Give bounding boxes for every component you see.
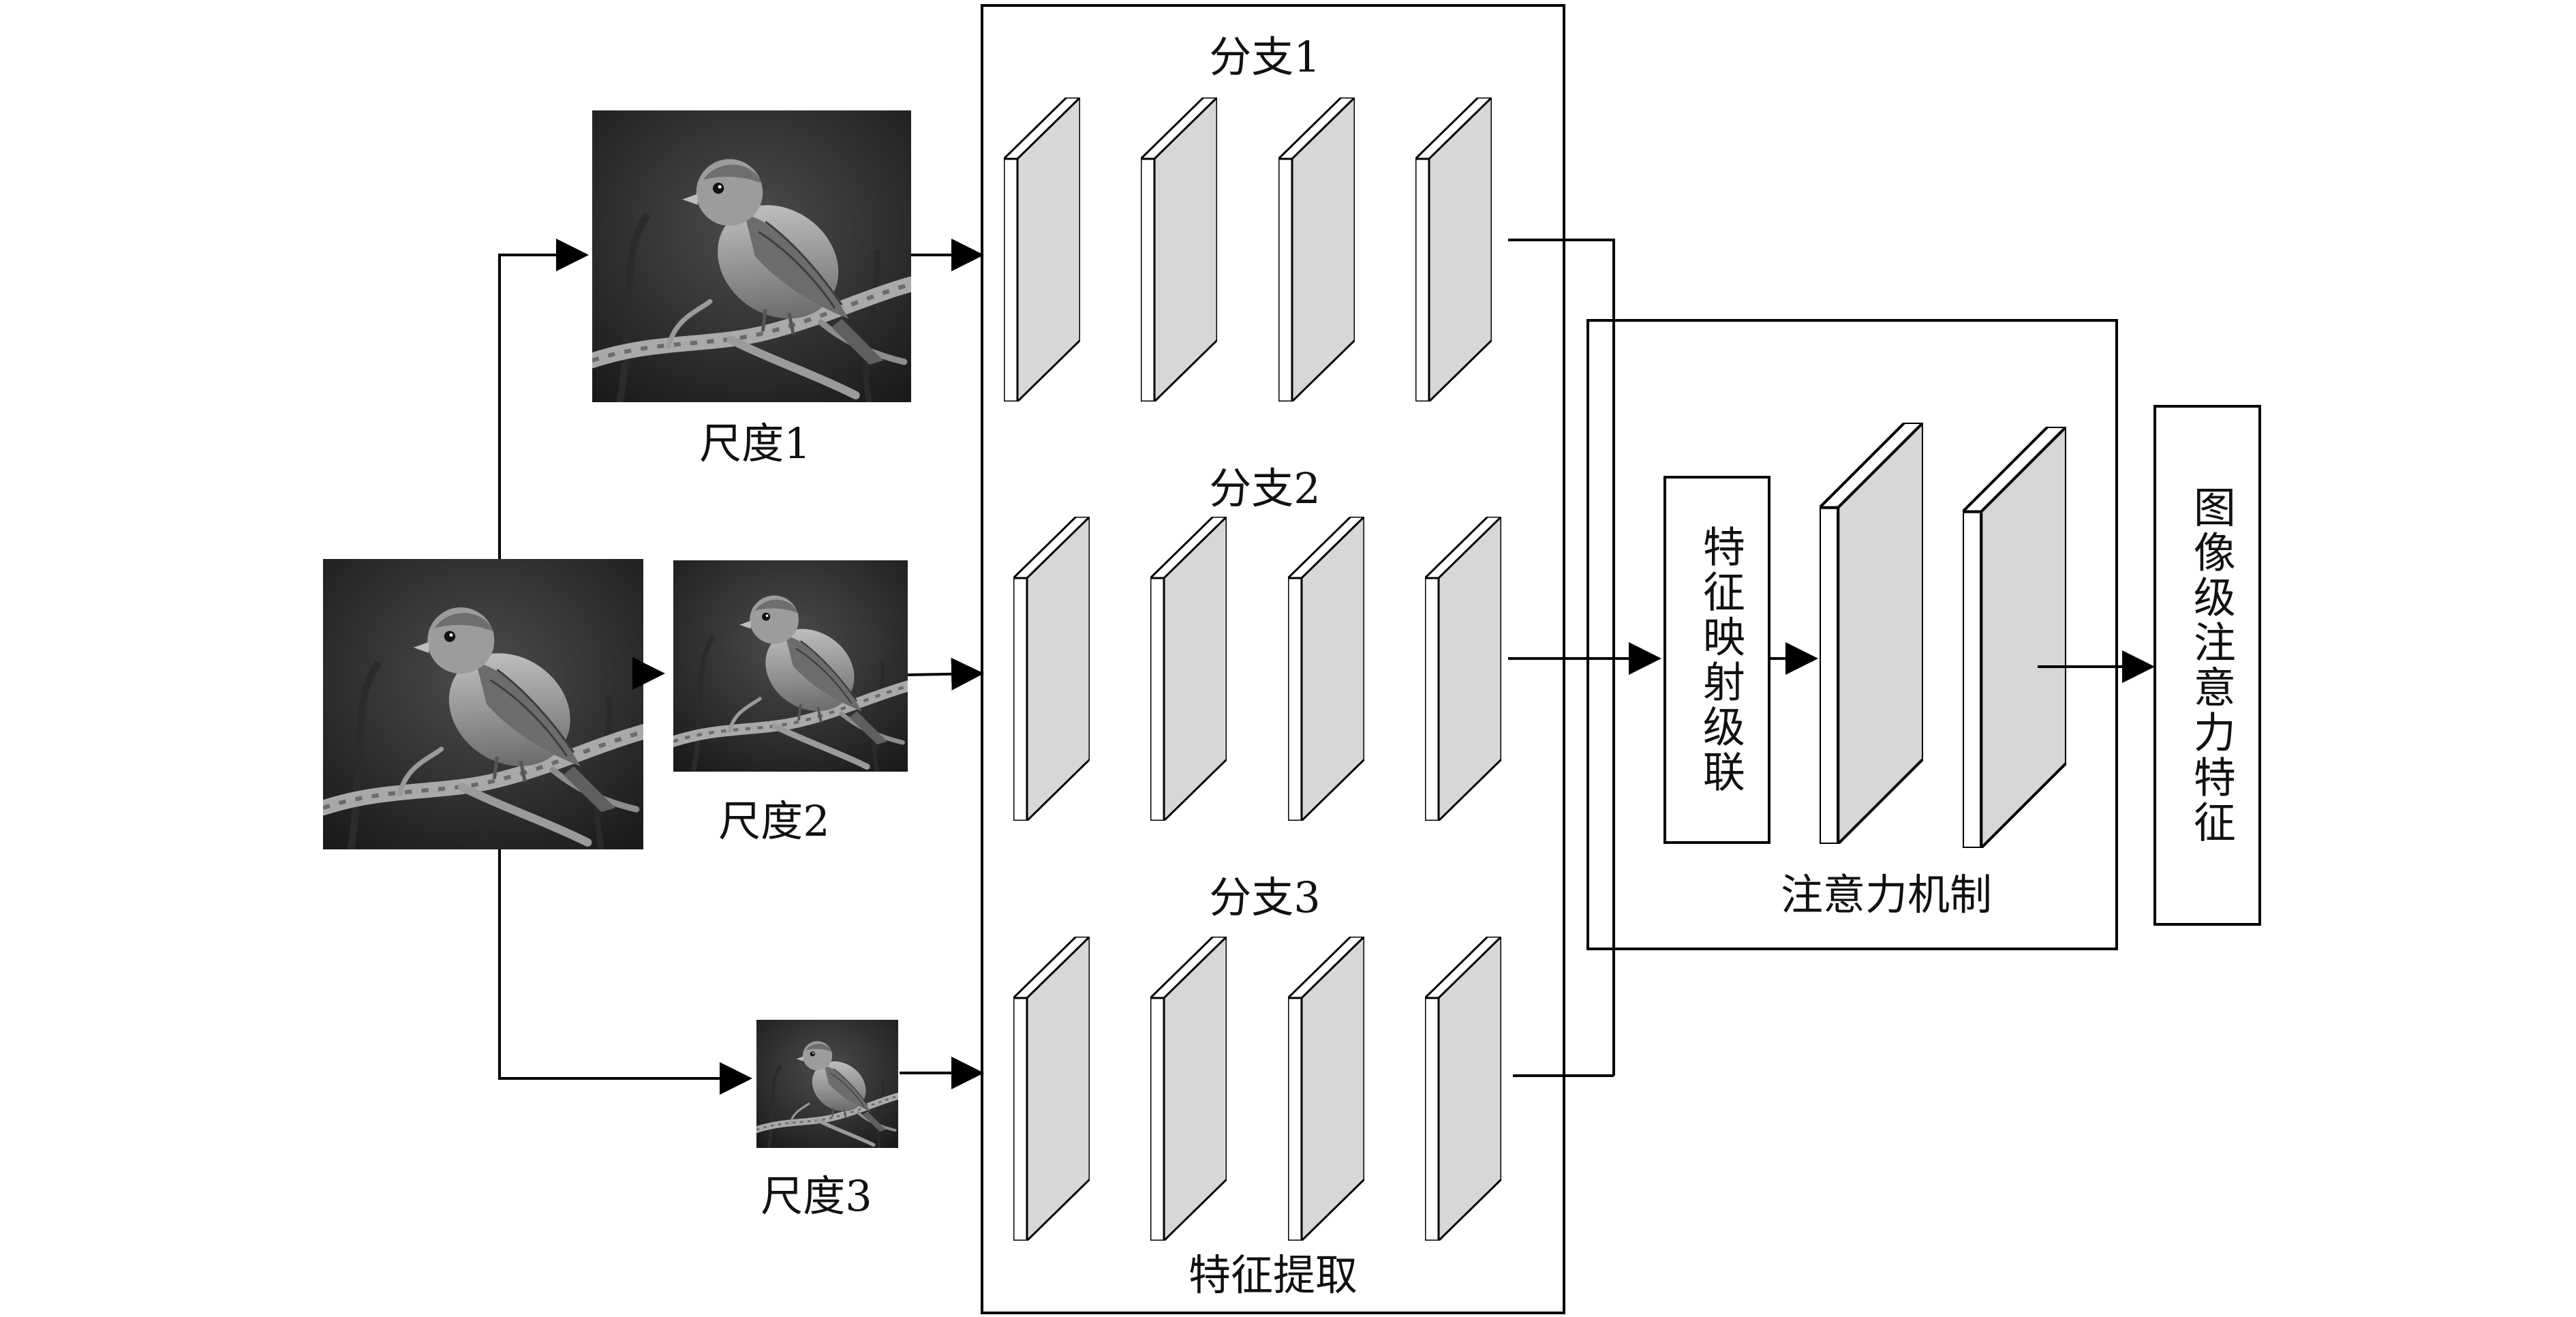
branch1-output-line xyxy=(1508,239,1615,1076)
scale2-to-extractor-arrow xyxy=(907,657,984,691)
branch1-feature-map-4 xyxy=(1415,97,1492,402)
attention-label: 注意力机制 xyxy=(1781,870,1992,920)
scale1-image xyxy=(592,110,911,402)
branch1-label: 分支1 xyxy=(1209,32,1320,82)
branch2-feature-map-3 xyxy=(1288,517,1364,821)
branch2-feature-map-1 xyxy=(1013,517,1090,821)
scale3-image xyxy=(756,1020,898,1148)
output-box xyxy=(2153,405,2261,926)
branch1-feature-map-2 xyxy=(1141,97,1217,402)
feature-extraction-label: 特征提取 xyxy=(1189,1250,1358,1300)
input-to-scale3-arrow xyxy=(498,849,752,1095)
output-label: 图像级注意力特征 xyxy=(2186,485,2236,845)
branch3-feature-map-4 xyxy=(1425,937,1501,1241)
branch3-label: 分支3 xyxy=(1209,873,1320,922)
scale1-label: 尺度1 xyxy=(699,419,810,468)
branch3-feature-map-2 xyxy=(1150,937,1227,1241)
input-to-scale1-arrow xyxy=(498,239,589,559)
attention-mechanism-box xyxy=(1586,319,2118,950)
scale2-label: 尺度2 xyxy=(718,796,829,846)
branch3-feature-map-1 xyxy=(1013,937,1090,1241)
branch2-feature-map-2 xyxy=(1150,517,1227,821)
concat-label: 特征映射级联 xyxy=(1696,525,1745,795)
branch3-feature-map-3 xyxy=(1288,937,1364,1241)
branch1-feature-map-3 xyxy=(1278,97,1355,402)
scale2-image xyxy=(673,560,908,772)
branch1-feature-map-1 xyxy=(1004,97,1080,402)
scale3-label: 尺度3 xyxy=(761,1171,872,1221)
concat-box xyxy=(1663,476,1770,844)
attention-feature-map-1 xyxy=(1820,423,1923,844)
branch2-feature-map-4 xyxy=(1425,517,1501,821)
branch2-label: 分支2 xyxy=(1209,464,1320,513)
attention-feature-map-2 xyxy=(1963,427,2066,848)
input-image xyxy=(323,559,643,849)
